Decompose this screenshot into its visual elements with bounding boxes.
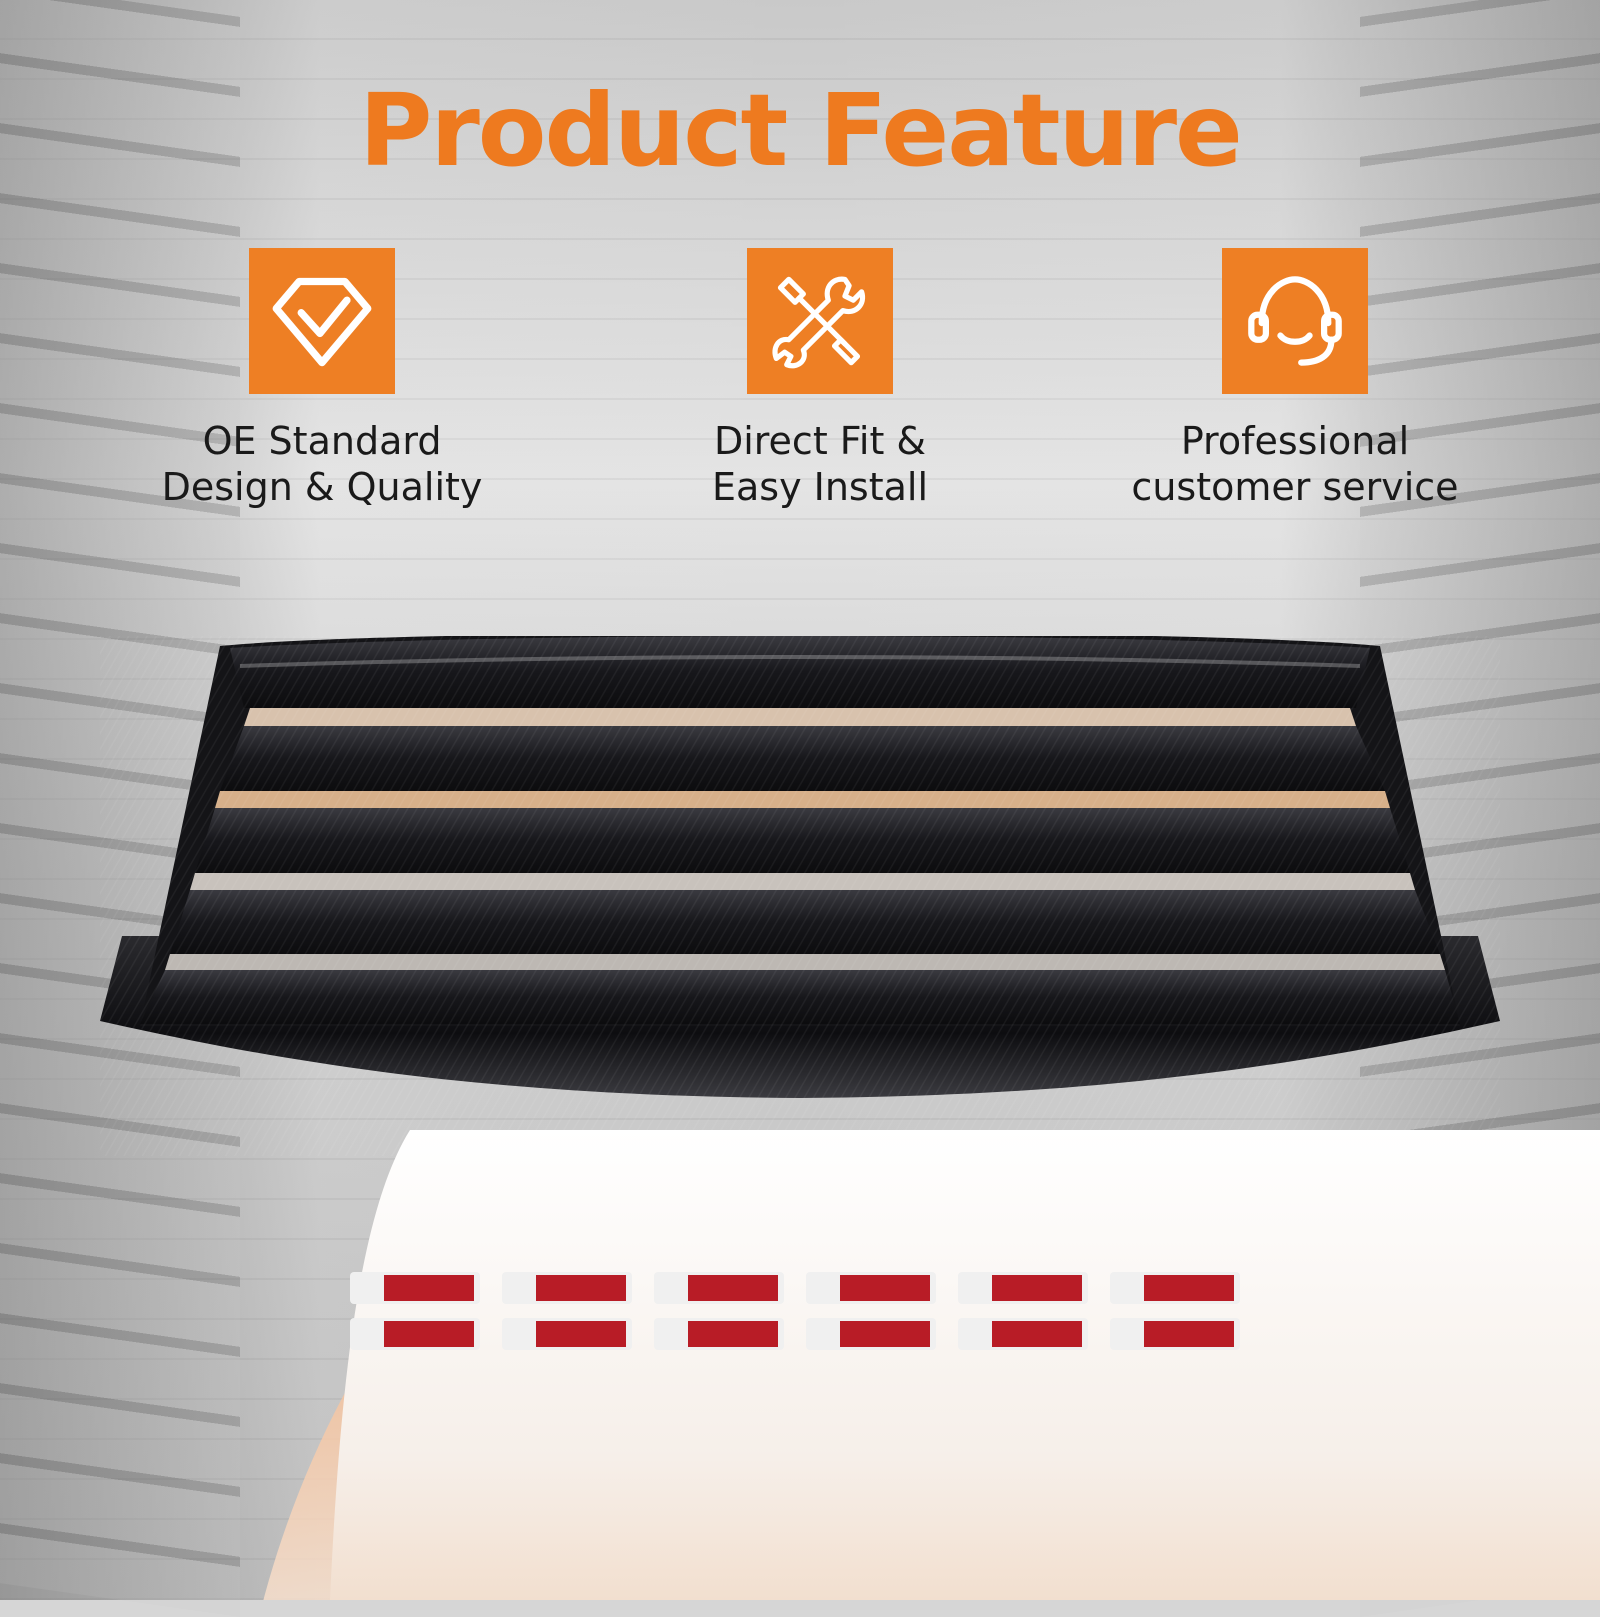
- wrench-screwdriver-icon: [747, 248, 893, 394]
- feature-label-line1: Professional: [1180, 419, 1410, 463]
- feature-direct-fit: Direct Fit & Easy Install: [610, 248, 1030, 510]
- page-title: Product Feature: [359, 72, 1243, 189]
- feature-customer-service: Professional customer service: [1085, 248, 1505, 510]
- feature-label-line2: Design & Quality: [161, 465, 483, 509]
- feature-label-line1: Direct Fit &: [713, 419, 927, 463]
- mounting-tapes-image: [350, 1272, 1240, 1350]
- feature-oe-standard: OE Standard Design & Quality: [112, 248, 532, 510]
- rear-window-louver-image: [100, 636, 1500, 1156]
- headset-icon: [1222, 248, 1368, 394]
- diamond-check-icon: [249, 248, 395, 394]
- feature-label-line2: Easy Install: [711, 465, 929, 509]
- feature-label-line1: OE Standard: [202, 419, 442, 463]
- feature-label-line2: customer service: [1131, 465, 1459, 509]
- white-backdrop-panel: [330, 1130, 1600, 1600]
